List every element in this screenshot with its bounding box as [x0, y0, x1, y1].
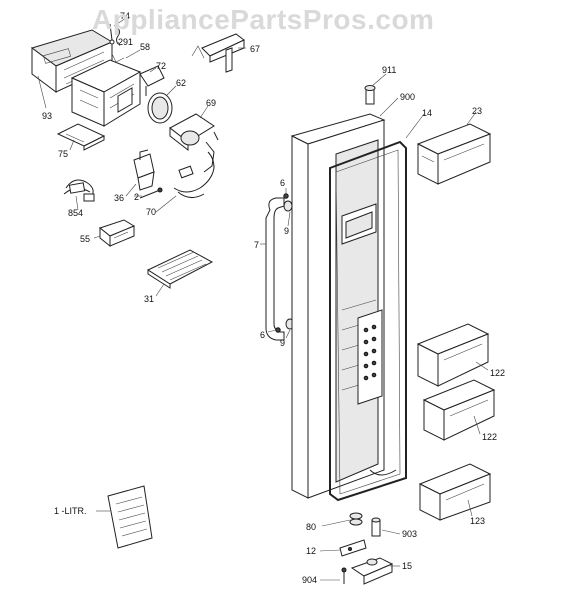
callout-911: 911: [382, 65, 396, 75]
literature-booklet: [107, 485, 153, 549]
callout-23: 23: [472, 106, 482, 116]
callout-122-upper: 122: [490, 368, 505, 378]
wire-harness-part: [173, 151, 215, 198]
callout-74: 74: [120, 11, 130, 21]
hinge-bracket-12: [339, 539, 367, 557]
switch-part: [98, 219, 136, 248]
callout-69: 69: [206, 98, 216, 108]
callout-6-upper: 6: [280, 178, 285, 188]
handle-screw-lower: [275, 318, 295, 333]
callout-9-upper: 9: [284, 226, 289, 236]
callout-72: 72: [156, 61, 166, 71]
door-handle-part: [265, 197, 285, 341]
dispenser-housing: [70, 53, 142, 127]
door-bin-122-lower: [422, 379, 496, 441]
callout-9-lower: 9: [280, 338, 285, 348]
callout-31: 31: [144, 294, 154, 304]
bottom-hinge-15: [350, 557, 394, 585]
chute-part: [56, 123, 106, 151]
actuator-part: [139, 65, 165, 96]
connector-harness-part: [63, 179, 95, 202]
leader-lines: [37, 17, 489, 581]
callout-62: 62: [176, 78, 186, 88]
door-bin-123: [418, 463, 492, 521]
duct-ring-part: [147, 92, 173, 124]
callout-55: 55: [80, 234, 90, 244]
hinge-washer-80: [349, 512, 363, 526]
bracket-part: [191, 33, 245, 73]
callout-80: 80: [306, 522, 316, 532]
callout-15: 15: [402, 561, 412, 571]
callout-70: 70: [146, 207, 156, 217]
callout-58: 58: [140, 42, 150, 52]
callout-93: 93: [42, 111, 52, 121]
callout-854: 854: [68, 208, 83, 218]
callout-12: 12: [306, 546, 316, 556]
callout-903: 903: [402, 529, 417, 539]
drip-tray-part: [146, 249, 214, 289]
callout-7: 7: [254, 240, 259, 250]
callout-67: 67: [250, 44, 260, 54]
callout-1-litr: 1 -LITR.: [54, 506, 87, 516]
callout-6-lower: 6: [260, 330, 265, 340]
callout-36: 36: [114, 193, 124, 203]
auger-motor-part: [169, 113, 219, 173]
spring-small-part: [109, 23, 120, 45]
callout-904: 904: [302, 575, 317, 585]
dispenser-control-panel: [30, 29, 114, 93]
callout-900: 900: [400, 92, 415, 102]
hinge-screw-904: [341, 567, 347, 584]
callout-122-lower: 122: [482, 432, 497, 442]
hinge-bushing: [364, 85, 376, 105]
callout-75: 75: [58, 149, 68, 159]
door-bin-122-upper: [416, 323, 490, 387]
handle-screw-upper: [283, 193, 293, 212]
callout-123: 123: [470, 516, 485, 526]
callout-291: 291: [118, 37, 133, 47]
door-bin-23: [416, 123, 492, 185]
solenoid-part: [133, 149, 155, 191]
callout-labels: 74 291 58 67 72 62 93 69 75 36 2 70 854 …: [42, 11, 505, 585]
callout-14: 14: [422, 108, 432, 118]
callout-2: 2: [134, 192, 139, 202]
door-gasket: [329, 140, 407, 502]
screw-part: [139, 187, 163, 199]
hinge-pin-903: [371, 517, 381, 537]
watermark: AppliancePartsPros.com: [92, 4, 435, 35]
